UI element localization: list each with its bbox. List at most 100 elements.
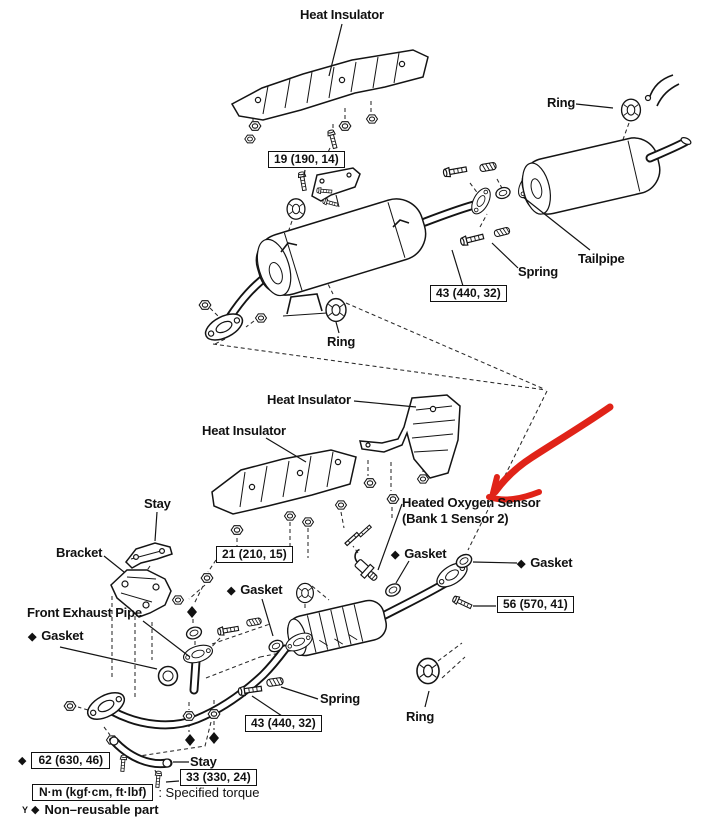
oxygen-sensor-drawing [354, 548, 378, 581]
tailpipe-drawing [521, 137, 661, 215]
legend-non-reusable-text: Non–reusable part [44, 802, 159, 817]
legend-torque: N·m (kgf·cm, ft·lbf) : Specified torque [32, 784, 260, 801]
spring-icon [478, 161, 498, 173]
body-hanger-hook-drawing [644, 74, 680, 107]
label-text: Gasket [530, 555, 573, 570]
bolt-icon [326, 128, 340, 150]
label-spring-bottom: Spring [320, 691, 360, 706]
diamond-icon: ◆ [28, 631, 37, 643]
bolt-icon [321, 197, 339, 209]
torque-spec-manifold: 62 (630, 46) [31, 752, 111, 769]
label-heated-oxygen-sensor-bank: (Bank 1 Sensor 2) [402, 511, 509, 526]
non-reusable-diamond [187, 606, 197, 618]
label-heat-insulator-top: Heat Insulator [300, 7, 384, 22]
label-heated-oxygen-sensor: Heated Oxygen Sensor [402, 495, 541, 510]
label-heat-insulator-mid-left: Heat Insulator [202, 423, 286, 438]
heat-insulator-mid-right-drawing [359, 394, 461, 479]
label-gasket-mid-left: ◆ Gasket [227, 582, 283, 597]
label-heat-insulator-mid-right: Heat Insulator [267, 392, 351, 407]
bolt-icon [451, 594, 474, 611]
label-tailpipe: Tailpipe [578, 251, 625, 266]
non-reusable-diamond [185, 734, 195, 746]
bolt-icon [297, 170, 309, 192]
stay-bottom-drawing [109, 736, 173, 769]
label-spring-top: Spring [518, 264, 558, 279]
bolt-icon [459, 231, 485, 248]
diamond-icon: ◆ [227, 585, 236, 597]
stud-icon [344, 531, 360, 547]
nut-icon [254, 313, 268, 323]
bolt-icon [216, 623, 240, 637]
gasket-icon [382, 580, 404, 600]
torque-spec-muffler-bracket: 19 (190, 14) [268, 151, 345, 168]
nut-icon [230, 525, 244, 535]
nut-icon [200, 573, 214, 583]
bolt-icon [118, 754, 128, 773]
nut-icon [416, 474, 430, 484]
label-stay-mid: Stay [144, 496, 171, 511]
torque-spec-center-pipe: 56 (570, 41) [497, 596, 574, 613]
ring-hanger-icon [286, 198, 306, 220]
front-gasket-icon [157, 665, 179, 687]
bracket-drawing [110, 569, 172, 618]
ring-hanger-icon [416, 657, 440, 685]
stay-mid-drawing [125, 542, 173, 569]
label-ring-mid: Ring [327, 334, 356, 349]
label-text: Gasket [404, 546, 447, 561]
nut-icon [248, 121, 262, 131]
torque-spec-manifold-row: ◆ 62 (630, 46) [18, 752, 111, 769]
diamond-icon: ◆ [18, 755, 27, 767]
heat-insulator-top-drawing [230, 49, 429, 121]
label-bracket: Bracket [56, 545, 103, 560]
nut-icon [363, 478, 377, 488]
spring-icon [493, 226, 511, 238]
gasket-icon [184, 624, 204, 642]
ring-hanger-icon [296, 582, 314, 604]
label-ring-bottom: Ring [406, 709, 435, 724]
tailpipe-end [680, 137, 692, 145]
spring-icon [245, 617, 263, 627]
label-front-exhaust-pipe: Front Exhaust Pipe [27, 605, 142, 620]
legend-non-reusable: Y ◆ Non–reusable part [22, 802, 159, 817]
diamond-icon: ◆ [391, 549, 400, 561]
label-gasket-center: ◆ Gasket [391, 546, 447, 561]
legend-footnote-prefix: Y [22, 804, 29, 815]
gasket-icon [493, 185, 513, 201]
ring-hanger-icon [325, 297, 347, 323]
stud-icon [358, 524, 372, 538]
non-reusable-diamond [209, 732, 219, 744]
torque-spec-front-pipe-spring-bolt: 43 (440, 32) [245, 715, 322, 732]
label-gasket-front: ◆ Gasket [28, 628, 84, 643]
spring-icon [265, 676, 285, 688]
label-ring-top: Ring [547, 95, 576, 110]
nut-icon [171, 595, 185, 605]
label-text: Gasket [240, 582, 283, 597]
ring-hanger-icon [620, 98, 642, 122]
red-annotation-arrow [486, 403, 614, 503]
nut-icon [301, 517, 315, 527]
main-muffler-drawing [255, 198, 427, 297]
torque-spec-stay-bracket: 21 (210, 15) [216, 546, 293, 563]
diamond-icon: ◆ [31, 804, 40, 816]
label-gasket-right: ◆ Gasket [517, 555, 573, 570]
heat-insulator-mid-left-drawing [211, 449, 357, 515]
nut-icon [386, 494, 400, 504]
nut-icon [334, 500, 348, 510]
nut-icon [207, 709, 221, 719]
legend-torque-unit-box: N·m (kgf·cm, ft·lbf) [32, 784, 154, 801]
legend-torque-meaning: : Specified torque [158, 785, 260, 800]
leader-lines [59, 23, 614, 783]
nut-icon [283, 511, 297, 521]
label-stay-bottom: Stay [190, 754, 217, 769]
diamond-icon: ◆ [517, 558, 526, 570]
label-text: Gasket [41, 628, 84, 643]
nut-icon [365, 114, 379, 124]
nut-icon [198, 300, 212, 310]
nut-icon [338, 121, 352, 131]
bolt-icon [442, 164, 468, 179]
torque-spec-tailpipe: 43 (440, 32) [430, 285, 507, 302]
nut-icon [244, 134, 256, 144]
nut-icon [63, 701, 77, 711]
